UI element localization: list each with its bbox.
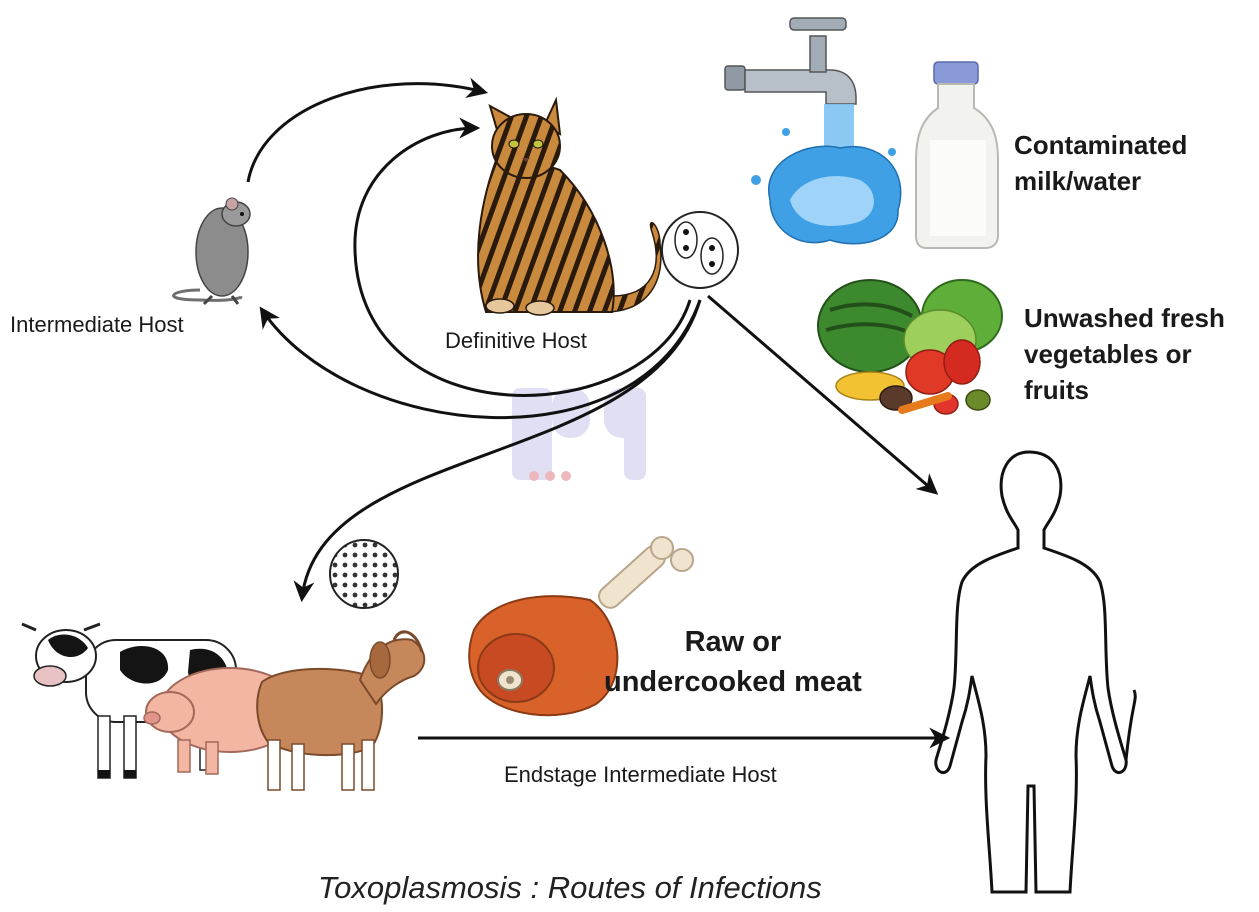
unwashed-vegetables-label: Unwashed fresh vegetables or fruits: [1024, 300, 1225, 408]
goat-icon: [257, 632, 424, 790]
milk-bottle-icon: [916, 62, 998, 248]
raw-meat-label: Raw or undercooked meat: [604, 622, 862, 702]
definitive-host-label: Definitive Host: [445, 328, 587, 354]
vegetables-line-1: Unwashed fresh: [1024, 300, 1225, 336]
arrow-rat-to-cat: [248, 84, 484, 182]
rat-icon: [174, 198, 250, 304]
cat-icon: [478, 100, 661, 315]
fruits-vegetables-icon: [818, 280, 1002, 414]
contaminated-line-1: Contaminated: [1014, 127, 1187, 163]
diagram-title: Toxoplasmosis : Routes of Infections: [318, 870, 822, 906]
vegetables-line-3: fruits: [1024, 372, 1225, 408]
meat-line-2: undercooked meat: [604, 662, 862, 702]
vegetables-line-2: vegetables or: [1024, 336, 1225, 372]
faucet-icon: [725, 18, 901, 244]
intermediate-host-label: Intermediate Host: [10, 312, 184, 338]
contaminated-milk-water-label: Contaminated milk/water: [1014, 127, 1187, 199]
endstage-intermediate-host-label: Endstage Intermediate Host: [504, 762, 777, 788]
oocyst-icon: [662, 212, 738, 288]
watermark: [512, 388, 646, 481]
contaminated-line-2: milk/water: [1014, 163, 1187, 199]
meat-line-1: Raw or: [604, 622, 862, 662]
tissue-cyst-icon: [330, 540, 398, 608]
human-silhouette-icon: [936, 452, 1136, 892]
